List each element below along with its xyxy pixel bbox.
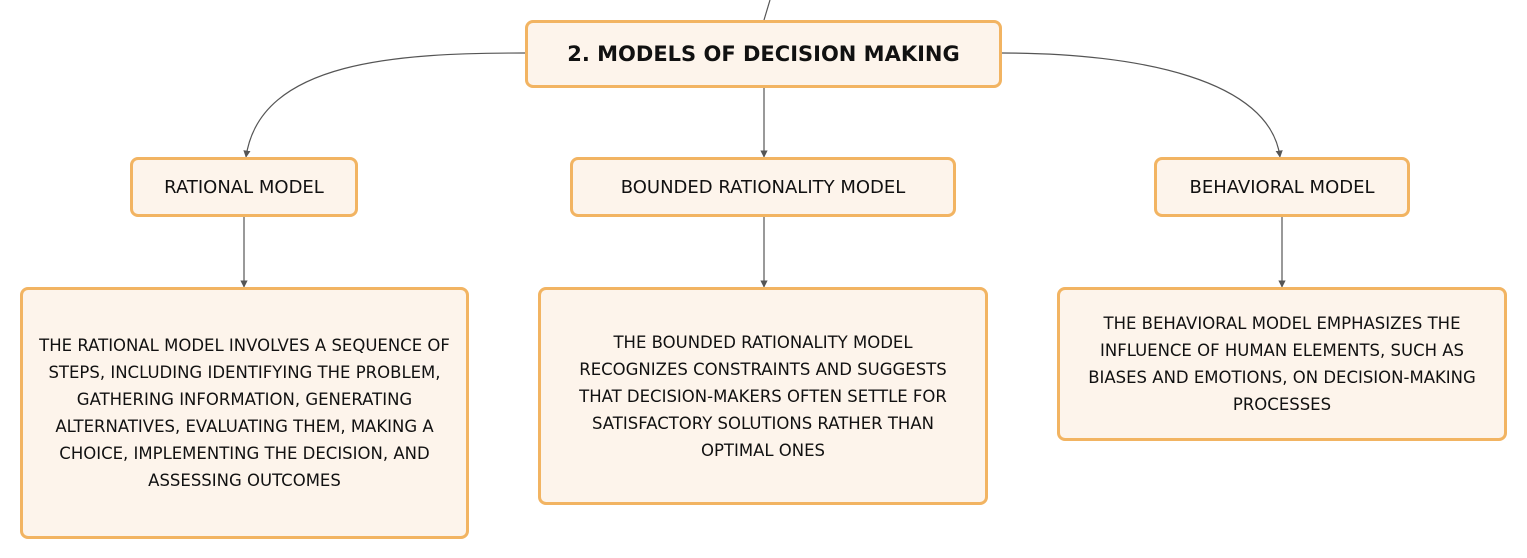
branch-node-label: BOUNDED RATIONALITY MODEL <box>620 176 906 198</box>
description-node-rational-model[interactable]: THE RATIONAL MODEL INVOLVES A SEQUENCE O… <box>20 287 469 539</box>
description-node-bounded-rationality-model[interactable]: THE BOUNDED RATIONALITY MODEL RECOGNIZES… <box>538 287 988 505</box>
description-node-behavioral-model[interactable]: THE BEHAVIORAL MODEL EMPHASIZES THE INFL… <box>1057 287 1507 441</box>
branch-node-rational-model[interactable]: RATIONAL MODEL <box>130 157 358 217</box>
connector-root-to-rational <box>243 52 526 158</box>
branch-node-behavioral-model[interactable]: BEHAVIORAL MODEL <box>1154 157 1410 217</box>
branch-node-bounded-rationality-model[interactable]: BOUNDED RATIONALITY MODEL <box>570 157 956 217</box>
connector-root-to-behavioral <box>1001 52 1283 158</box>
description-text: THE BOUNDED RATIONALITY MODEL RECOGNIZES… <box>579 332 947 460</box>
root-node[interactable]: 2. MODELS OF DECISION MAKING <box>525 20 1002 88</box>
root-node-label: 2. MODELS OF DECISION MAKING <box>567 42 960 66</box>
description-text: THE BEHAVIORAL MODEL EMPHASIZES THE INFL… <box>1088 314 1476 414</box>
branch-node-label: RATIONAL MODEL <box>164 176 324 198</box>
branch-node-label: BEHAVIORAL MODEL <box>1189 176 1375 198</box>
parent-connector <box>763 0 771 21</box>
description-text: THE RATIONAL MODEL INVOLVES A SEQUENCE O… <box>39 336 450 490</box>
